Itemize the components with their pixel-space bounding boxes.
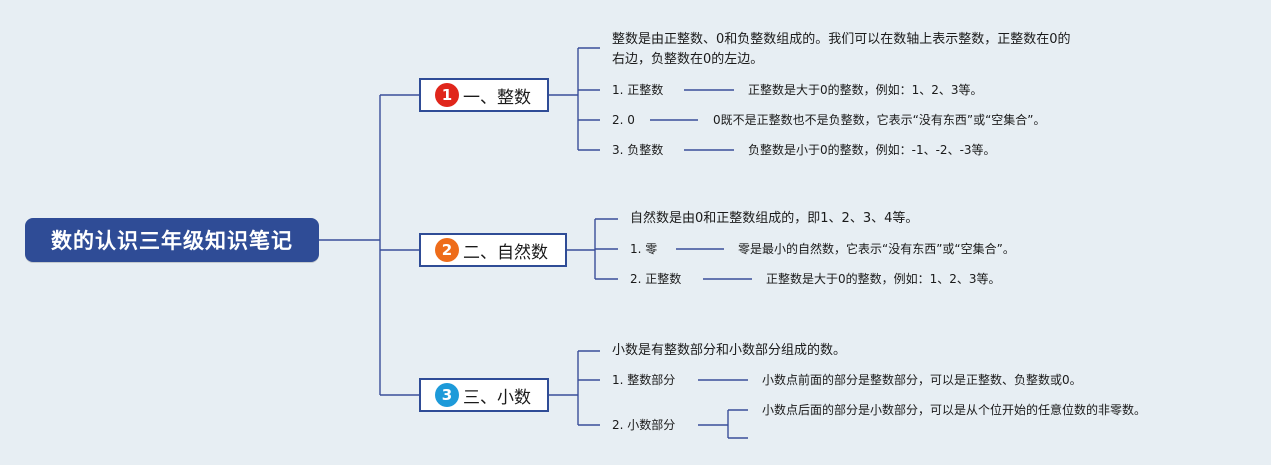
desc-positive-integers-natural: 正整数是大于0的整数，例如：1、2、3等。 <box>766 272 1001 286</box>
desc-zero-natural: 零是最小的自然数，它表示“没有东西”或“空集合”。 <box>738 242 1015 256</box>
branch-node-natural-numbers[interactable]: 2 二、自然数 <box>419 233 567 267</box>
item-zero: 2. 0 <box>612 113 635 127</box>
root-title: 数的认识三年级知识笔记 <box>51 229 293 253</box>
item-integer-part: 1. 整数部分 <box>612 373 676 387</box>
desc-positive-integers: 正整数是大于0的整数，例如：1、2、3等。 <box>748 83 983 97</box>
definition-integers-line1: 整数是由正整数、0和负整数组成的。我们可以在数轴上表示整数，正整数在0的 <box>612 32 1071 47</box>
desc-negative-integers: 负整数是小于0的整数，例如：-1、-2、-3等。 <box>748 143 996 157</box>
desc-integer-part: 小数点前面的部分是整数部分，可以是正整数、负整数或0。 <box>762 373 1082 387</box>
branch-node-integers[interactable]: 1 一、整数 <box>419 78 549 112</box>
branch-label: 三、小数 <box>463 387 531 408</box>
root-node[interactable]: 数的认识三年级知识笔记 <box>25 218 319 262</box>
branch-label: 一、整数 <box>463 87 531 108</box>
item-zero-natural: 1. 零 <box>630 242 658 256</box>
number-1-icon: 1 <box>435 83 459 107</box>
definition-natural-numbers: 自然数是由0和正整数组成的，即1、2、3、4等。 <box>630 211 919 226</box>
branch-label: 二、自然数 <box>463 242 548 263</box>
item-negative-integers: 3. 负整数 <box>612 143 664 157</box>
number-2-icon: 2 <box>435 238 459 262</box>
number-3-icon: 3 <box>435 383 459 407</box>
branch-node-decimals[interactable]: 3 三、小数 <box>419 378 549 412</box>
definition-integers-line2: 右边，负整数在0的左边。 <box>612 52 764 67</box>
item-positive-integers: 1. 正整数 <box>612 83 664 97</box>
definition-decimals: 小数是有整数部分和小数部分组成的数。 <box>612 343 847 358</box>
desc-decimal-part: 小数点后面的部分是小数部分，可以是从个位开始的任意位数的非零数。 <box>762 403 1147 417</box>
item-positive-integers-natural: 2. 正整数 <box>630 272 682 286</box>
desc-zero: 0既不是正整数也不是负整数，它表示“没有东西”或“空集合”。 <box>713 113 1046 127</box>
item-decimal-part: 2. 小数部分 <box>612 418 676 432</box>
